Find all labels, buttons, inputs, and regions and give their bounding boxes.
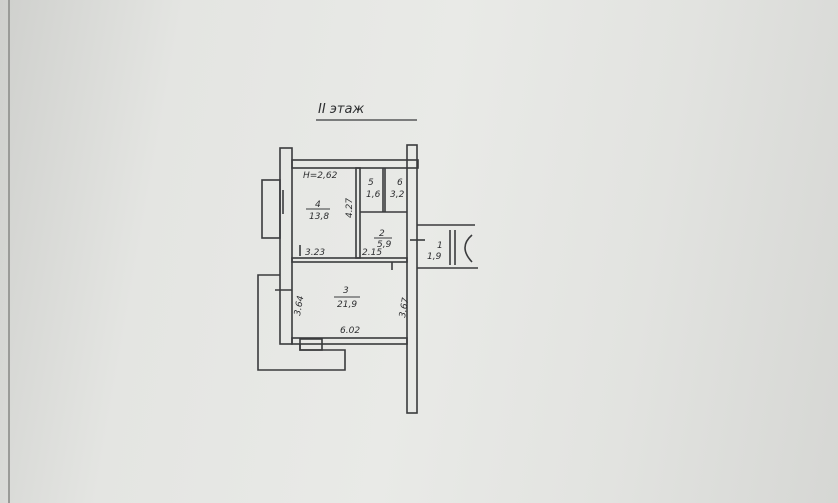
plan-title: II этаж [318,102,364,117]
room-3-area: 21,9 [337,300,357,310]
room-6-number: 6 [397,178,403,188]
title-block: II этаж [316,102,417,121]
dim-room2-width: 2.15 [362,248,382,258]
dim-room3-right: 3.67 [398,297,411,319]
dim-room4-depth: 4.27 [345,198,355,218]
room-2-number: 2 [379,229,385,239]
room-4-number: 4 [315,200,321,210]
room-5-area: 1,6 [366,190,381,200]
room-4-area: 13,8 [309,212,329,222]
room-6-area: 3,2 [390,190,405,200]
room-5-number: 5 [368,178,374,188]
dim-room3-width: 6.02 [340,326,360,336]
dim-room3-left: 3.64 [293,295,306,317]
ceiling-height: H=2,62 [303,171,338,181]
paper-edge [8,0,10,503]
room-1-number: 1 [437,241,443,251]
walls [257,144,478,414]
labels: H=2,62 4 13,8 5 1,6 6 3,2 2 5,9 1 1,9 3 … [293,171,443,336]
room-1-area: 1,9 [427,252,442,262]
dim-room4-width: 3.23 [305,248,325,258]
room-2-area: 5,9 [377,240,392,250]
room-3-number: 3 [343,286,349,296]
